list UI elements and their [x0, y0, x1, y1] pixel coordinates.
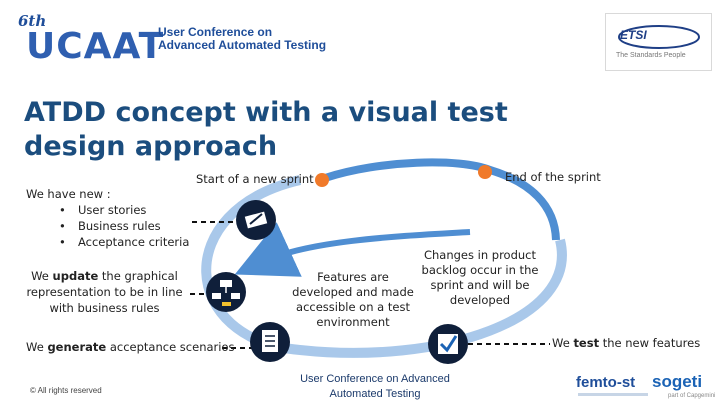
etsi-wordmark: ETSI [620, 28, 647, 42]
start-sprint-label: Start of a new sprint [196, 172, 314, 186]
checklist-icon [250, 322, 290, 362]
etsi-tagline: The Standards People [616, 52, 686, 59]
femto-st-logo: femto-st [576, 374, 636, 391]
ring-lower-arc [201, 175, 567, 358]
end-sprint-label: End of the sprint [505, 170, 601, 184]
ucaat-edition: 6th [18, 12, 47, 30]
ring-return-arc [234, 222, 471, 277]
pencil-paper-icon [236, 200, 276, 240]
new-items-box: We have new : User stories Business rule… [26, 186, 196, 250]
ucaat-logo: 6th UCAAT User Conference on Advanced Au… [18, 12, 326, 68]
flowchart-icon [206, 272, 246, 312]
femto-underline [578, 393, 648, 396]
ucaat-wordmark: UCAAT [26, 26, 165, 67]
features-text: Features are developed and made accessib… [292, 270, 414, 329]
changes-text: Changes in product backlog occur in the … [421, 248, 539, 307]
ucaat-tagline: User Conference on Advanced Automated Te… [158, 25, 327, 52]
footer-conference: User Conference on Advanced Automated Te… [300, 373, 450, 400]
test-text: We test the new features [552, 336, 701, 350]
generate-text: We generate acceptance scenarios [26, 340, 235, 354]
etsi-logo: ETSI The Standards People [605, 13, 712, 71]
sogeti-subtitle: part of Capgemini [668, 393, 716, 399]
sogeti-logo: sogeti [652, 372, 703, 391]
page-title: ATDD concept with a visual test design a… [24, 97, 508, 162]
end-marker [478, 165, 492, 179]
etsi-swoosh-icon [618, 25, 700, 49]
list-item: Business rules [26, 218, 196, 234]
start-marker [315, 173, 329, 187]
new-items-list: User stories Business rules Acceptance c… [26, 202, 196, 250]
checkbox-icon [428, 324, 468, 364]
list-item: Acceptance criteria [26, 234, 196, 250]
new-heading: We have new : [26, 187, 111, 201]
copyright-text: © All rights reserved [30, 386, 102, 395]
update-text: We update the graphical representation t… [26, 269, 183, 315]
list-item: User stories [26, 202, 196, 218]
